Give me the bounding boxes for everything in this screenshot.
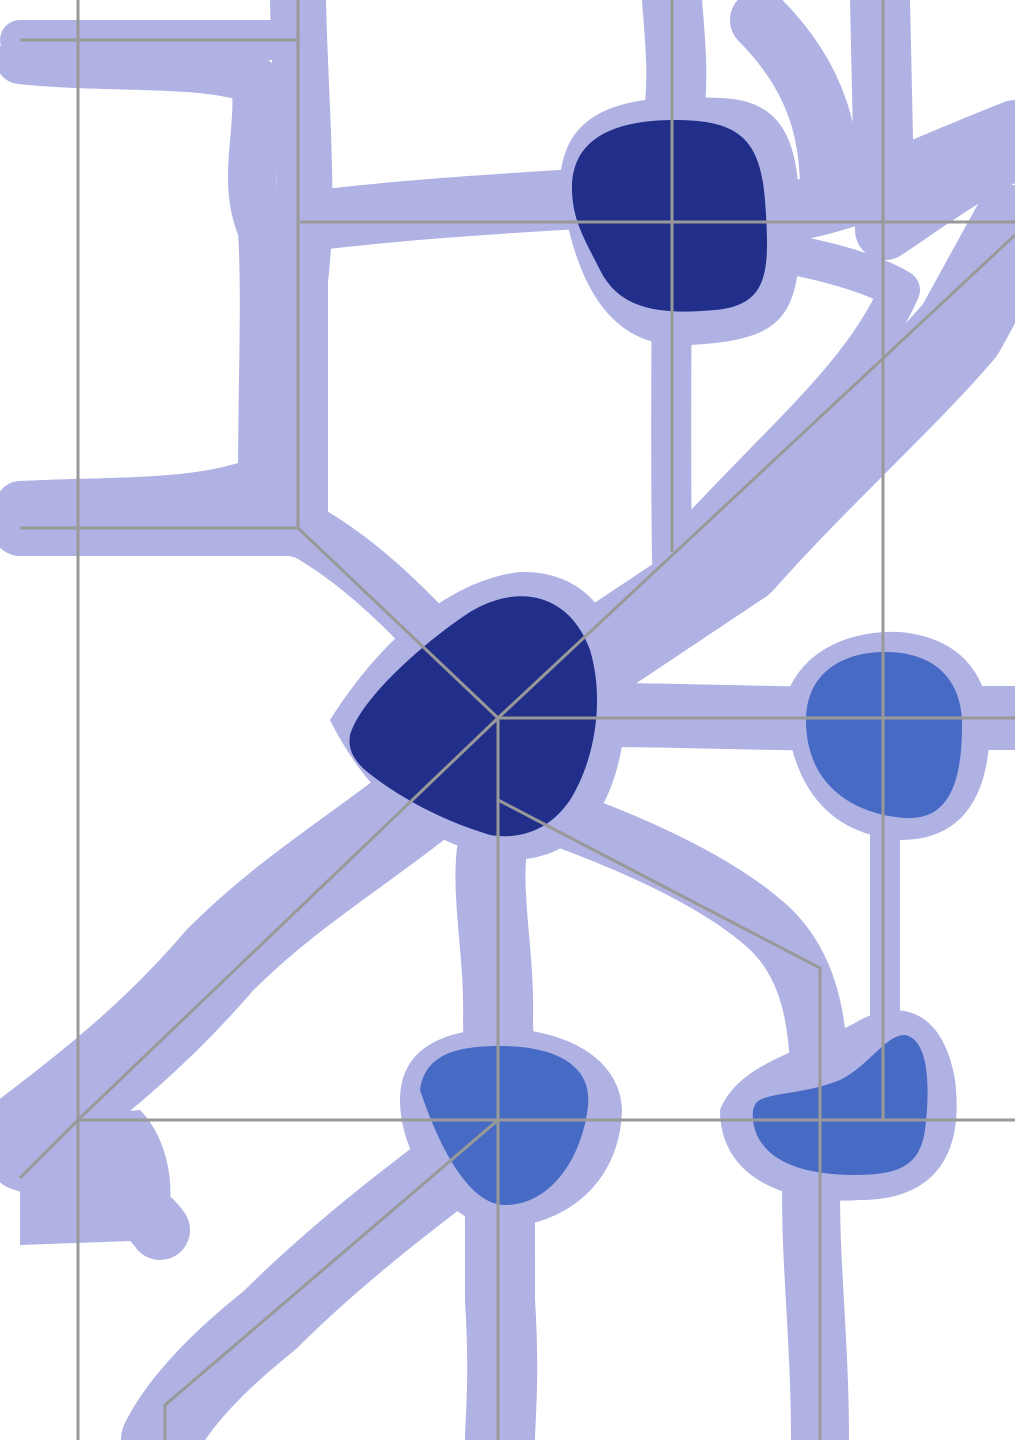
halo-bottom-left-patch: [20, 1110, 170, 1245]
